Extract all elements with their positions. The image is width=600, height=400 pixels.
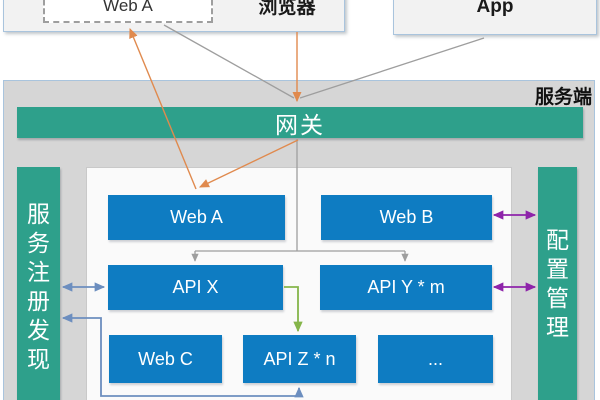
- web-a-page-node: Web A: [43, 0, 213, 23]
- app-node: App: [393, 0, 597, 35]
- app-label: App: [476, 0, 514, 17]
- server-label: 服务端: [534, 87, 592, 108]
- service-web-c-node: Web C: [109, 335, 222, 383]
- service-registry-bar: 服务注册发现: [17, 167, 60, 400]
- config-management-bar: 配置管理: [538, 167, 577, 400]
- gateway-label: 网关: [275, 111, 325, 138]
- service-web-b-node: Web B: [321, 195, 492, 240]
- browser-label: 浏览器: [258, 0, 316, 18]
- service-api-z-node: API Z * n: [243, 335, 356, 383]
- service-more-node: ...: [378, 335, 493, 383]
- service-api-x-node: API X: [108, 265, 283, 310]
- web-a-page-label: Web A: [103, 0, 153, 15]
- service-registry-label: 服务注册发现: [27, 201, 50, 372]
- service-web-a-node: Web A: [108, 195, 285, 240]
- config-management-label: 配置管理: [546, 227, 569, 340]
- service-api-y-node: API Y * m: [320, 265, 492, 310]
- gateway-node: 网关: [17, 107, 583, 138]
